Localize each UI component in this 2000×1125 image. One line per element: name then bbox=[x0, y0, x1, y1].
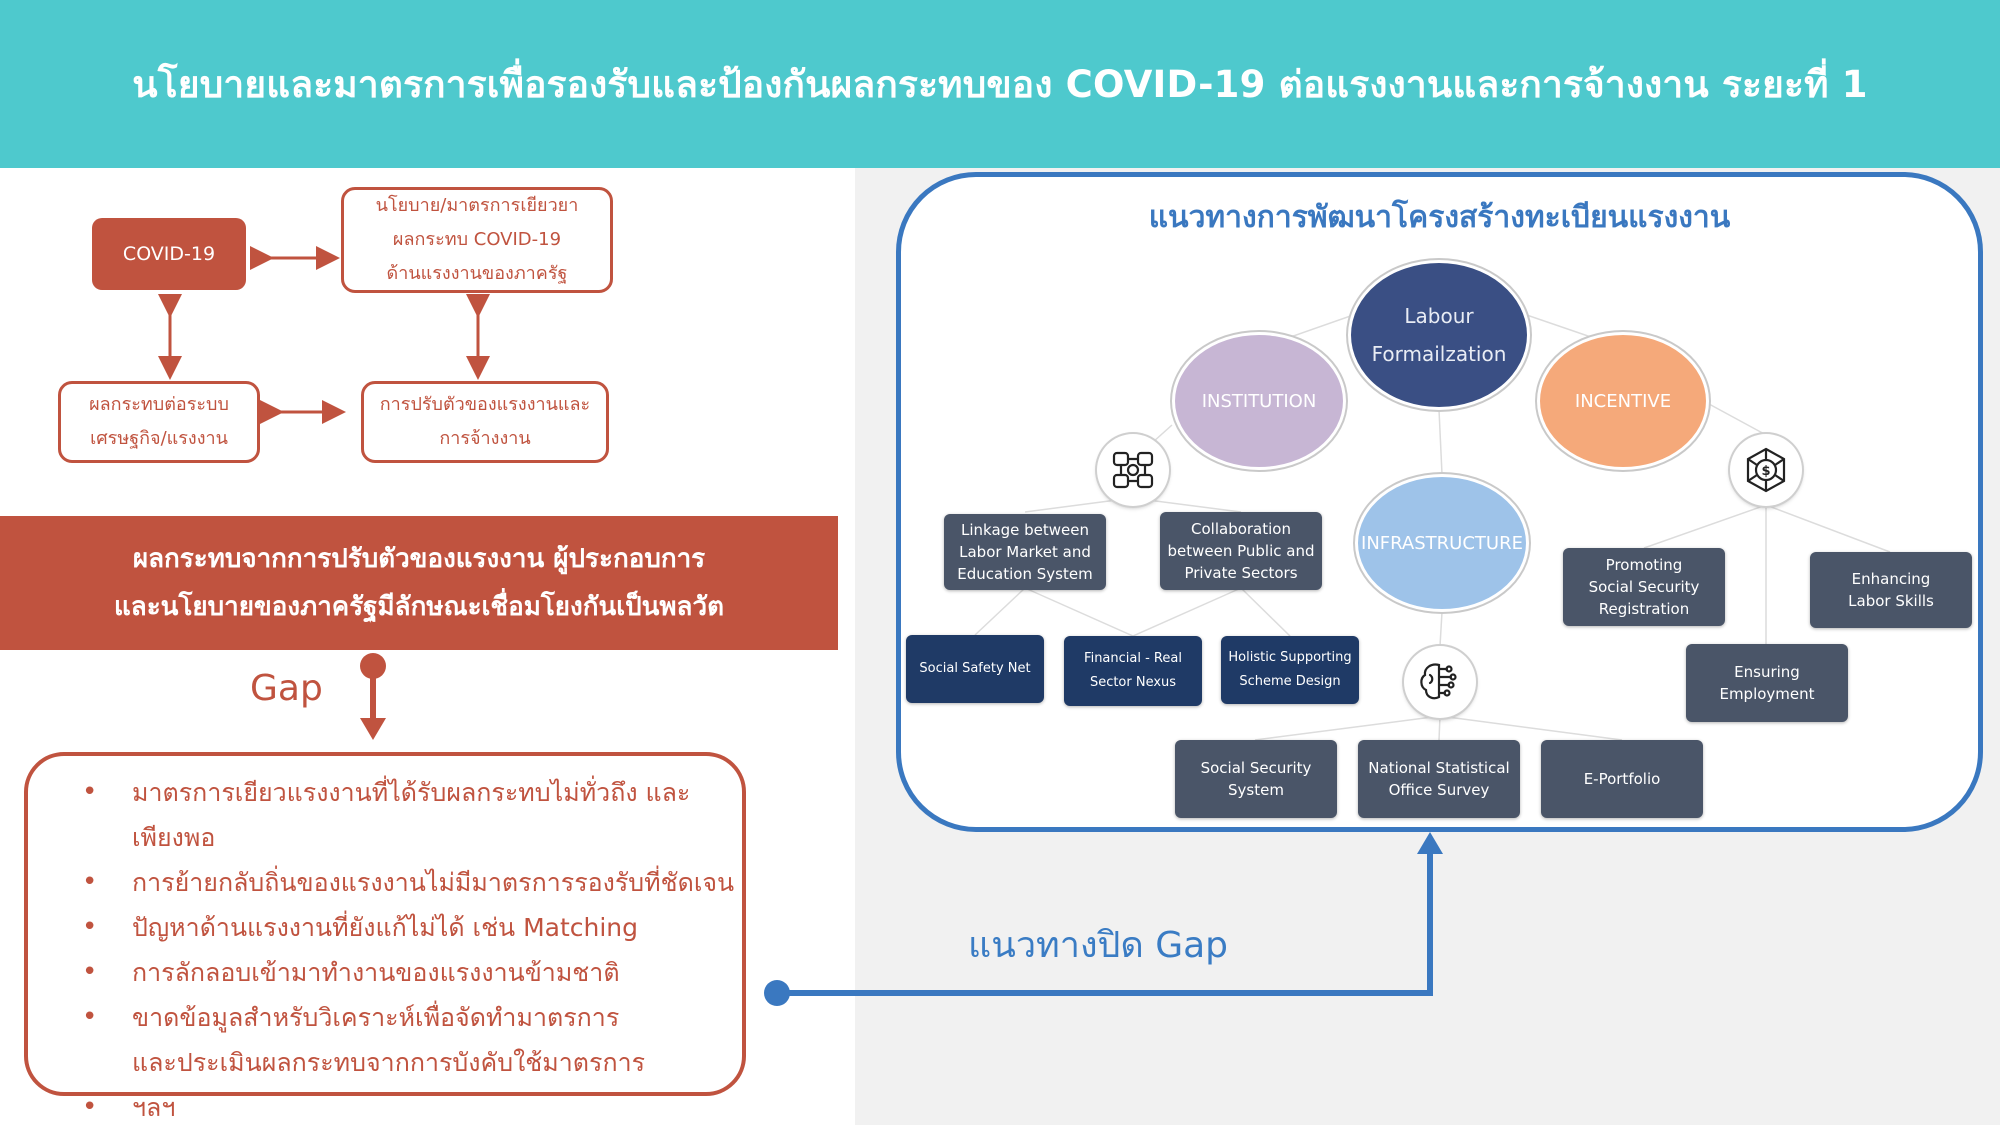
framework-title: แนวทางการพัฒนาโครงสร้างทะเบียนแรงงาน bbox=[1148, 200, 1731, 235]
hands-teamwork-icon bbox=[1097, 434, 1169, 506]
node-financial-real-sector: Financial - Real Sector Nexus bbox=[1064, 636, 1202, 706]
gap-item: ปัญหาด้านแรงงานที่ยังแก้ไม่ได้ เช่น Matc… bbox=[64, 905, 742, 950]
banner-line-2: และนโยบายของภาครัฐมีลักษณะเชื่อมโยงกันเป… bbox=[114, 592, 724, 622]
impact-line-2: เศรษฐกิจ/แรงงาน bbox=[90, 428, 228, 449]
node-text: Financial - Real bbox=[1084, 651, 1182, 666]
node-ensuring-employment: Ensuring Employment bbox=[1686, 644, 1848, 722]
node-e-portfolio: E-Portfolio bbox=[1541, 740, 1703, 818]
node-text: Social Security bbox=[1588, 578, 1700, 596]
node-text: Labor Market and bbox=[959, 543, 1091, 561]
gap-item: มาตรการเยียวแรงงานที่ได้รับผลกระทบไม่ทั่… bbox=[64, 770, 742, 860]
link bbox=[1439, 611, 1443, 647]
adapt-box: การปรับตัวของแรงงานและ การจ้างงาน bbox=[361, 381, 609, 463]
gap-pin-arrowhead bbox=[360, 718, 386, 740]
solution-label: แนวทางปิด Gap bbox=[968, 925, 1229, 966]
institution-label: INSTITUTION bbox=[1201, 390, 1317, 412]
node-text: Labor Skills bbox=[1848, 592, 1934, 610]
labour-formalization-circle: Labour Formailzation bbox=[1348, 260, 1530, 410]
gap-label: Gap bbox=[250, 668, 323, 709]
node-holistic-scheme: Holistic Supporting Scheme Design bbox=[1221, 636, 1359, 704]
infrastructure-circle: INFRASTRUCTURE bbox=[1355, 474, 1529, 612]
link bbox=[974, 587, 1026, 636]
link bbox=[1438, 715, 1441, 741]
link bbox=[1765, 504, 1891, 553]
incentive-label: INCENTIVE bbox=[1574, 390, 1672, 412]
dynamic-banner: ผลกระทบจากการปรับตัวของแรงงาน ผู้ประกอบก… bbox=[0, 516, 838, 650]
link bbox=[1439, 715, 1623, 741]
node-text: Social Security bbox=[1200, 759, 1312, 777]
link bbox=[1132, 587, 1242, 637]
node-text: Linkage between bbox=[960, 521, 1090, 539]
policy-box: นโยบาย/มาตรการเยียวยา ผลกระทบ COVID-19 ด… bbox=[341, 187, 613, 293]
node-text: National Statistical bbox=[1368, 759, 1510, 777]
node-social-safety-net: Social Safety Net bbox=[906, 635, 1044, 703]
node-text: System bbox=[1228, 781, 1284, 799]
link bbox=[1024, 587, 1134, 637]
gap-item-continuation: และประเมินผลกระทบจากการบังคับใช้มาตรการ bbox=[132, 1048, 646, 1077]
link bbox=[1643, 504, 1767, 549]
link bbox=[1708, 403, 1769, 437]
link bbox=[1240, 587, 1291, 637]
impact-box: ผลกระทบต่อระบบ เศรษฐกิจ/แรงงาน bbox=[58, 381, 260, 463]
node-text: Sector Nexus bbox=[1089, 675, 1177, 690]
covid-box: COVID-19 bbox=[92, 218, 246, 290]
banner-line-1: ผลกระทบจากการปรับตัวของแรงงาน ผู้ประกอบก… bbox=[132, 544, 706, 574]
gap-item: ขาดข้อมูลสำหรับวิเคราะห์เพื่อจัดทำมาตรกา… bbox=[64, 995, 742, 1040]
institution-circle: INSTITUTION bbox=[1172, 332, 1346, 470]
impact-line-1: ผลกระทบต่อระบบ bbox=[89, 394, 229, 415]
gap-list: มาตรการเยียวแรงงานที่ได้รับผลกระทบไม่ทั่… bbox=[64, 770, 742, 1125]
page-title: นโยบายและมาตรการเพื่อรองรับและป้องกันผลก… bbox=[132, 62, 1868, 106]
node-text: Social Safety Net bbox=[919, 661, 1031, 676]
node-text: Ensuring bbox=[1734, 663, 1800, 681]
node-text: Scheme Design bbox=[1239, 674, 1341, 689]
labour-line-2: Formailzation bbox=[1371, 342, 1507, 366]
node-social-security-system: Social Security System bbox=[1175, 740, 1337, 818]
labour-line-1: Labour bbox=[1404, 304, 1474, 328]
node-text: Enhancing bbox=[1851, 570, 1931, 588]
node-text: Office Survey bbox=[1388, 781, 1490, 799]
money-network-icon: $ bbox=[1730, 434, 1802, 506]
node-enhancing-skills: Enhancing Labor Skills bbox=[1810, 552, 1972, 628]
node-text: Promoting bbox=[1605, 556, 1683, 574]
gap-item: ฯลฯ bbox=[64, 1085, 742, 1125]
gap-item: การย้ายกลับถิ่นของแรงงานไม่มีมาตรการรองร… bbox=[64, 860, 742, 905]
node-text: E-Portfolio bbox=[1583, 770, 1661, 788]
node-linkage: Linkage between Labor Market and Educati… bbox=[944, 514, 1106, 590]
gap-item: การลักลอบเข้ามาทำงานของแรงงานข้ามชาติ bbox=[64, 950, 742, 995]
policy-line-1: นโยบาย/มาตรการเยียวยา bbox=[375, 195, 579, 216]
node-nso-survey: National Statistical Office Survey bbox=[1358, 740, 1520, 818]
gap-list-box: มาตรการเยียวแรงงานที่ได้รับผลกระทบไม่ทั่… bbox=[24, 752, 746, 1125]
node-text: Employment bbox=[1719, 685, 1815, 703]
solution-arrowhead bbox=[1417, 832, 1443, 854]
policy-line-3: ด้านแรงงานของภาครัฐ bbox=[386, 263, 568, 284]
node-text: Registration bbox=[1598, 600, 1690, 618]
node-text: Collaboration bbox=[1191, 520, 1291, 538]
node-text: Holistic Supporting bbox=[1228, 650, 1352, 665]
solution-connector bbox=[777, 848, 1433, 996]
adapt-line-1: การปรับตัวของแรงงานและ bbox=[379, 394, 591, 415]
link bbox=[1254, 715, 1441, 741]
link bbox=[1438, 409, 1443, 475]
node-collaboration: Collaboration between Public and Private… bbox=[1160, 512, 1322, 590]
svg-text:$: $ bbox=[1761, 464, 1770, 479]
adapt-line-2: การจ้างงาน bbox=[439, 428, 531, 449]
policy-line-2: ผลกระทบ COVID-19 bbox=[392, 229, 562, 250]
brain-circuit-icon bbox=[1404, 646, 1476, 718]
node-text: Education System bbox=[957, 565, 1093, 583]
node-promoting-social-security: Promoting Social Security Registration bbox=[1563, 548, 1725, 626]
node-text: between Public and bbox=[1167, 542, 1315, 560]
incentive-circle: INCENTIVE bbox=[1537, 332, 1709, 470]
infrastructure-label: INFRASTRUCTURE bbox=[1361, 532, 1523, 554]
header-bar: นโยบายและมาตรการเพื่อรองรับและป้องกันผลก… bbox=[0, 0, 2000, 168]
node-text: Private Sectors bbox=[1184, 564, 1298, 582]
